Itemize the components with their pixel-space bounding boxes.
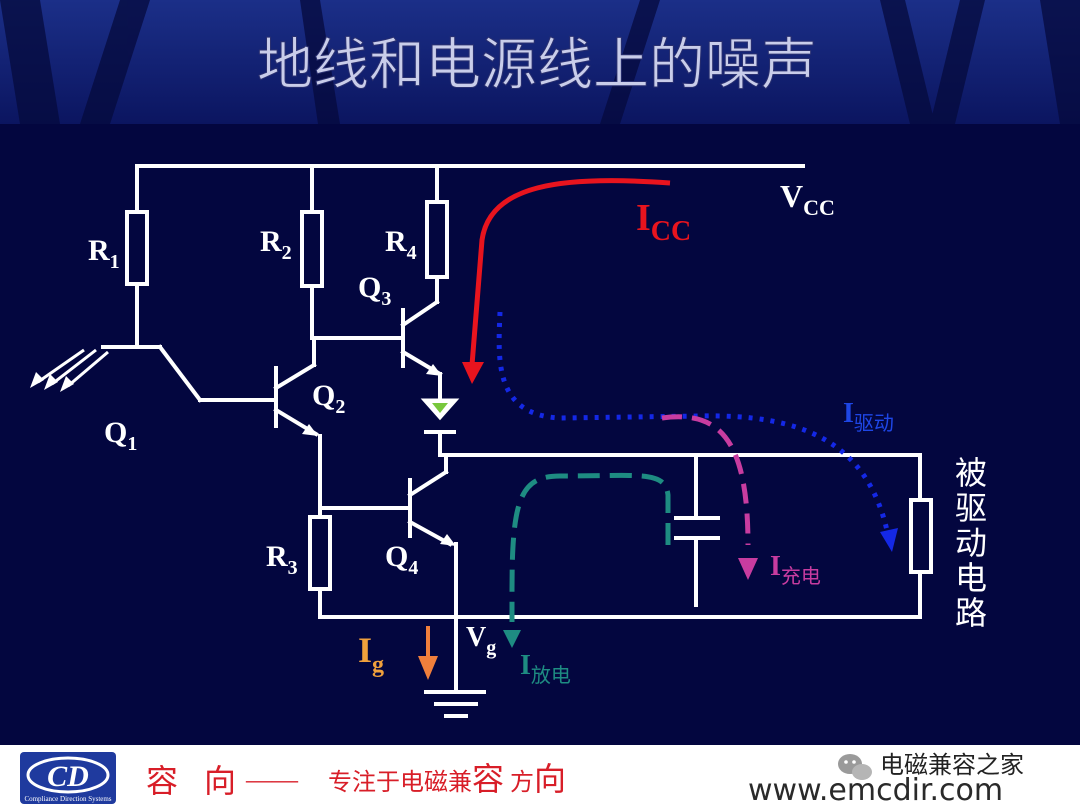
r3-label: R3 (266, 540, 298, 579)
ig-arrowhead (418, 656, 438, 680)
icc-arrowhead (462, 362, 484, 384)
q2-emitter-arrow (302, 424, 318, 436)
idischarge-label: I放电 (520, 650, 571, 687)
icharge-label: I充电 (770, 551, 821, 588)
idrive-arrowhead (880, 528, 898, 552)
load-char: 被 (955, 455, 987, 491)
resistors (125, 200, 933, 591)
q3-label: Q3 (358, 271, 391, 310)
q3-emitter-arrow (426, 364, 442, 376)
vg-label: Vg (466, 622, 496, 659)
footer-dash: —— (245, 765, 299, 794)
header-stripes (0, 0, 1080, 124)
r1-resistor (125, 210, 149, 286)
circuit-wires (101, 164, 922, 718)
q4-emitter-arrow (440, 534, 456, 546)
q1-light-arrows (30, 348, 109, 392)
q2-label: Q2 (312, 379, 345, 418)
page-title: 地线和电源线上的噪声 (257, 33, 817, 98)
load-char: 驱 (955, 490, 987, 526)
r3-resistor (308, 515, 332, 591)
footer-slogan: 专注于电磁兼容方向 (328, 761, 566, 797)
brand-char: 容 (146, 763, 178, 799)
logo-caption: Compliance Direction Systems (24, 795, 111, 803)
footer-url: www.emcdir.com (748, 773, 1003, 808)
wechat-name: 电磁兼容之家 (880, 751, 1024, 779)
icc-label: ICC (636, 197, 691, 247)
idischarge-path (509, 472, 671, 622)
logo-text: CD (47, 760, 89, 793)
idischarge-arrowhead (503, 630, 521, 648)
footer-band (0, 745, 1080, 810)
idrive-label: I驱动 (843, 398, 894, 435)
wechat-badge: 电磁兼容之家 (838, 751, 1024, 780)
company-logo: CD Compliance Direction Systems (20, 752, 116, 804)
idrive-path (496, 311, 891, 536)
r4-label: R4 (385, 225, 417, 264)
load-char: 电 (955, 560, 987, 596)
icharge-path (661, 414, 751, 546)
icharge-arrowhead (738, 558, 758, 580)
r1-label: R1 (88, 234, 120, 273)
load-char: 路 (955, 595, 987, 631)
icc-path (469, 178, 671, 366)
ig-label: Ig (358, 630, 384, 678)
q1-label: Q1 (104, 416, 137, 455)
brand-char: 向 (204, 763, 236, 799)
load-resistor (909, 498, 933, 574)
r4-resistor (425, 200, 449, 279)
r2-resistor (300, 210, 324, 288)
load-char: 动 (955, 525, 987, 561)
emitter-arrows (302, 364, 456, 546)
r2-label: R2 (260, 225, 292, 264)
load-label: 被 驱 动 电 路 (955, 455, 987, 631)
vcc-label: VCC (780, 178, 835, 220)
wechat-icon (838, 754, 872, 780)
q4-label: Q4 (385, 540, 418, 579)
led-glow (432, 403, 448, 413)
